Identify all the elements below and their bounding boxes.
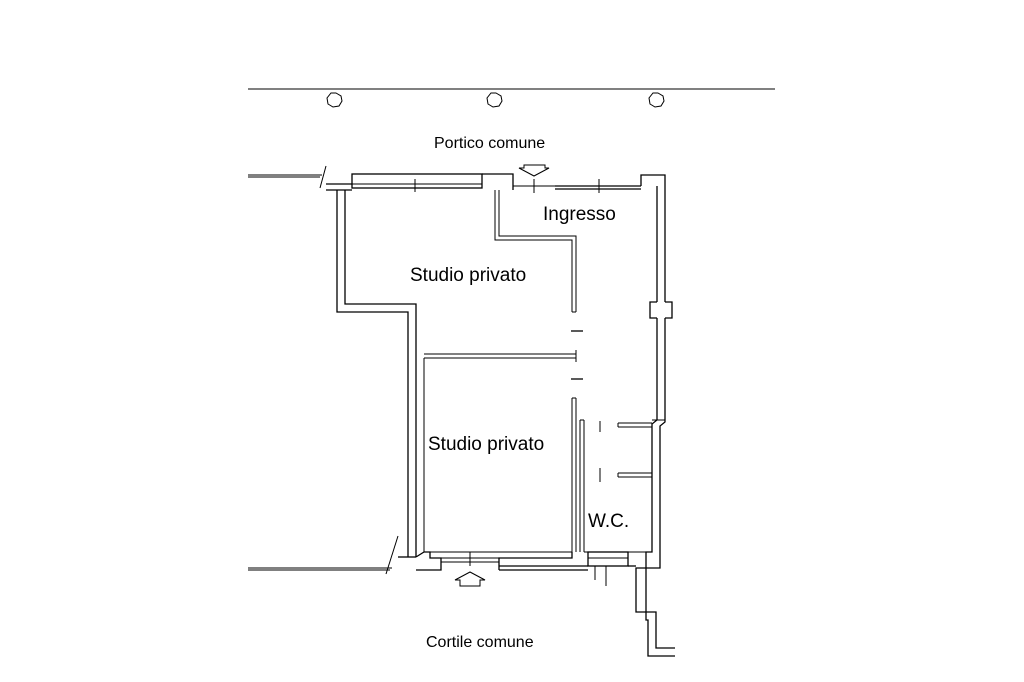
label-ingresso: Ingresso (543, 204, 616, 225)
label-portico: Portico comune (434, 135, 545, 152)
left-exterior-wall (336, 190, 417, 558)
courtyard-arrow (454, 571, 486, 587)
portico (248, 88, 775, 108)
window-top (351, 173, 483, 189)
label-studio-1: Studio privato (410, 265, 526, 286)
break-line-bottom (385, 535, 399, 575)
label-cortile: Cortile comune (426, 634, 534, 651)
entrance-arrow (518, 164, 550, 177)
column-2 (486, 92, 503, 108)
bottom-facade (248, 535, 646, 587)
column-1 (326, 92, 343, 108)
break-line-top (319, 165, 327, 189)
right-exterior-wall (635, 186, 675, 657)
column-3 (648, 92, 665, 108)
label-wc: W.C. (588, 511, 629, 532)
window-wc (587, 551, 629, 567)
top-facade (248, 164, 666, 302)
interior-partitions (423, 190, 652, 552)
label-studio-2: Studio privato (428, 434, 544, 455)
